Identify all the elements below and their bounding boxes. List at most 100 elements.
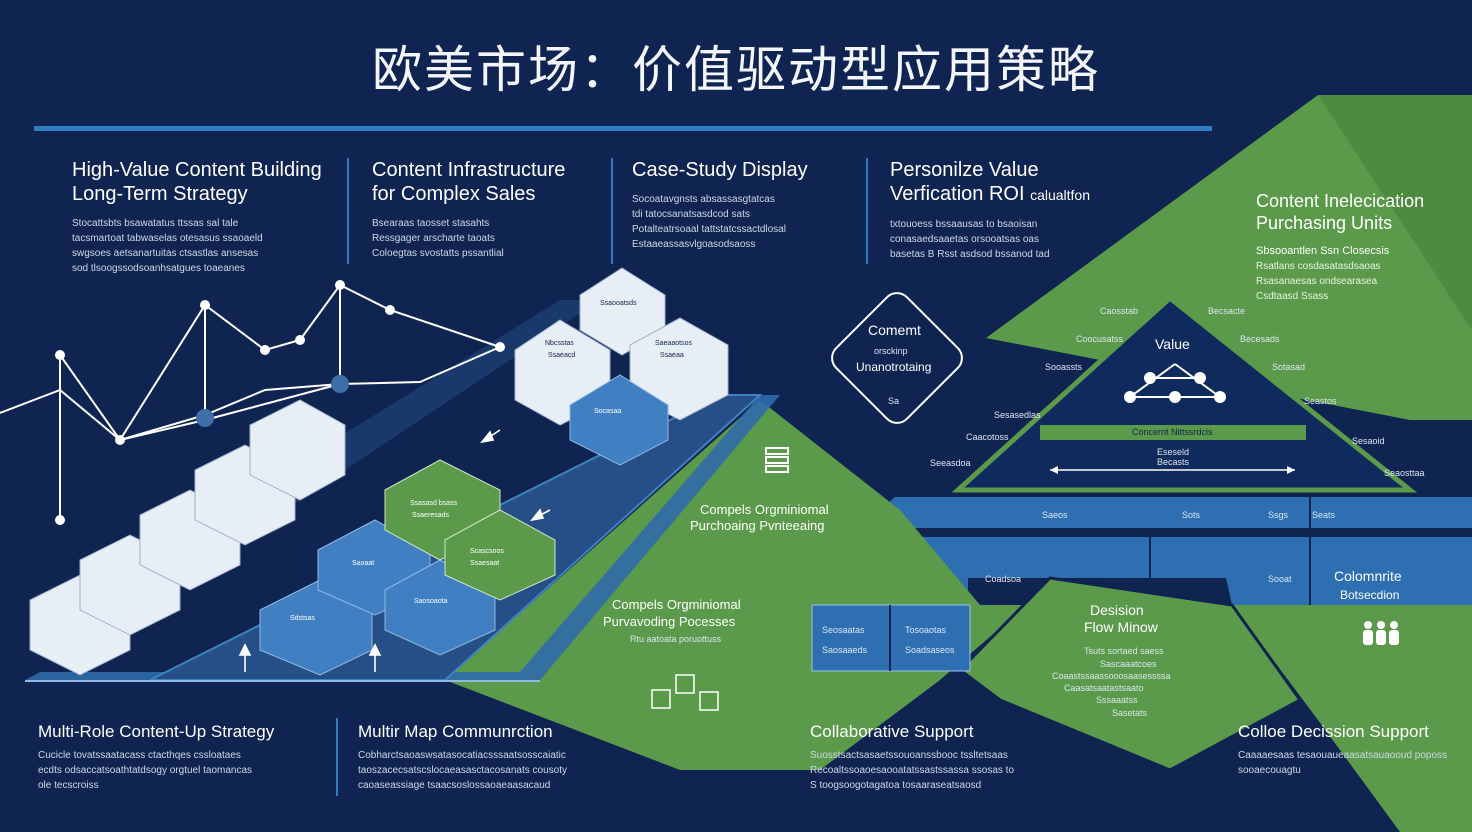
decision-flow-title: Desision: [1090, 602, 1144, 618]
panel-cell: Soadsaseos: [905, 645, 955, 655]
green-block-label: Ssaesaat: [470, 560, 500, 567]
right-green-triangle: [986, 95, 1472, 420]
stack-block-label: Ssaooatsds: [600, 300, 637, 307]
section-line: ecdts odsaccatsoathtatdsogy orgtuel taom…: [38, 765, 253, 776]
decision-flow-line: Sssaaatss: [1096, 695, 1138, 705]
green-block-label: Scascsoos: [470, 548, 504, 555]
pyramid-right-label: Sotasad: [1272, 362, 1306, 372]
diagonal-lane-outer: [25, 395, 780, 680]
section-line: Recoaltssoaoesaooatatssastssassa ssosas …: [810, 765, 1014, 776]
title-underline: [34, 126, 1212, 131]
document-stacks: [29, 267, 729, 676]
stack-block-label: Ssaeaa: [660, 352, 684, 359]
section-line: Potalteatrsoaal tattstatcssactdlosal: [632, 224, 786, 235]
section-multir-map: Multir Map Communrction Cobharctsaoaswsa…: [358, 720, 567, 793]
stack-block-label: Saeaaotsos: [655, 340, 692, 347]
right-green-wedge: [1318, 95, 1472, 330]
panel-cell: Seosaatas: [822, 625, 865, 635]
blue-block-label: Saoaat: [352, 560, 375, 567]
green-block-label: Ssaeresads: [412, 512, 449, 519]
band-label: Seats: [1312, 510, 1336, 520]
pyramid-apex-label: Value: [1155, 336, 1190, 352]
section-line: Estaaeassasvlgoasodsaoss: [632, 239, 756, 250]
pyramid-left-label: Sooassts: [1045, 362, 1083, 372]
up-arrows: [238, 429, 551, 672]
section-line: Suosstsactsasaetssouoanssbooc tssltetsaa…: [810, 750, 1008, 761]
collaborate-subtitle: Botsecdion: [1340, 588, 1400, 602]
people-icon: [1363, 621, 1399, 645]
pyramid-bar-label: Concernt Nittssrdcis: [1132, 427, 1213, 437]
blue-blocks: [259, 374, 669, 676]
band-label: Saeos: [1042, 510, 1068, 520]
green-block-label: Ssasasd bsass: [410, 500, 458, 507]
green-blocks: [384, 459, 556, 601]
section-line: txtouoess bssaausas to bsaoisan: [890, 219, 1038, 230]
section-line: Rsatlans cosdasatasdsaoas: [1256, 261, 1381, 272]
pyramid-mid-label: Eseseld: [1157, 447, 1190, 457]
section-heading: Long-Term Strategy: [72, 183, 248, 205]
section-purchasing-units: Content Inelecication Purchasing Units S…: [1256, 190, 1424, 304]
blue-block-label: Socasaa: [594, 408, 622, 415]
section-line: Stocattsbts bsawatatus ttssas sal tale: [72, 218, 239, 229]
diamond-label: Sa: [888, 396, 900, 406]
section-high-value-content: High-Value Content Building Long-Term St…: [72, 158, 322, 276]
blue-band-upper: [860, 497, 1472, 528]
page-title: 欧美市场：价值驱动型应用策略: [372, 41, 1100, 99]
section-line: Caaaaesaas tesaouaueaasatsauaooud poposs: [1238, 750, 1448, 761]
diamond-label: Comemt: [868, 322, 921, 338]
section-collaborative-support: Collaborative Support Suosstsactsasaetss…: [810, 720, 1014, 793]
section-multi-role: Multi-Role Content-Up Strategy Cucicle t…: [38, 720, 274, 793]
section-line: Csdtaasd Ssass: [1256, 291, 1329, 302]
decision-flow-title: Flow Minow: [1084, 619, 1158, 635]
section-line: sooaecouagtu: [1238, 765, 1301, 776]
decision-flow-line: Tsuts sortaed saess: [1084, 646, 1164, 656]
section-personalize-value: Personilze Value Verfication ROI calualt…: [890, 158, 1090, 262]
panel-cell: Tosoaotas: [905, 625, 947, 635]
panel-cell: Saosaaeds: [822, 645, 868, 655]
section-line: tacsmartoat tabwaselas otesasus ssaoaeld: [72, 233, 263, 244]
pyramid-right-label: Seastos: [1304, 396, 1337, 406]
section-line: swgsoes aetsanartuitas ctsastlas ansesas: [72, 248, 259, 259]
decision-flow-line: Sasetats: [1112, 708, 1148, 718]
org-process-label: Purvavoding Pocesses: [603, 614, 736, 629]
pyramid-right-label: Becsacte: [1208, 306, 1246, 316]
decision-flow-line: Sascaaatcoes: [1100, 659, 1157, 669]
section-heading: Content Infrastructure: [372, 159, 566, 181]
section-heading-suffix: calualtfon: [1030, 187, 1091, 203]
content-diamond: [831, 292, 963, 424]
section-line: caoaseassiage tsaacsoslossaoaeaasacaud: [358, 780, 551, 791]
section-heading: High-Value Content Building: [72, 159, 322, 181]
section-line: Cobharctsaoaswsatasocatiacsssaatsosscaia…: [358, 750, 566, 761]
org-process-label: Compels Orgminiomal: [612, 597, 741, 612]
blue-block-label: Saosoaota: [414, 598, 448, 605]
section-heading: Verfication ROI: [890, 183, 1025, 205]
pyramid-left-label: Caosstab: [1100, 306, 1139, 316]
org-purchasing-label: Compels Orgminiomal: [700, 502, 829, 517]
stack-block-label: Ssaeacd: [548, 352, 576, 359]
section-line: Bsearaas taosset stasahts: [372, 218, 490, 229]
section-line: Rsasanaesas ondsearasea: [1256, 276, 1378, 287]
pyramid-left-label: Sesasedlas: [994, 410, 1041, 420]
org-purchasing-label: Purchoaing Pvnteeaing: [690, 518, 825, 533]
section-heading: Case-Study Display: [632, 159, 808, 181]
column-separators: [336, 158, 868, 796]
section-content-infrastructure: Content Infrastructure for Complex Sales…: [372, 158, 565, 261]
section-subheading: Sbsooantlen Ssn Closecsis: [1256, 245, 1390, 257]
section-line: Coloegtas svostatts pssantlial: [372, 248, 504, 259]
section-line: Socoatavgnsts absassasgtatcas: [632, 194, 775, 205]
decision-flow-line: Coaastssaassooosaasessssa: [1052, 671, 1171, 681]
pyramid-content-bar: [1040, 425, 1306, 440]
band-label: Sooat: [1268, 574, 1292, 584]
section-line: basetas B Rsst asdsod bssanod tad: [890, 249, 1050, 260]
section-line: ole tecscroiss: [38, 780, 99, 791]
pyramid-right-label: Seaosttaa: [1384, 468, 1425, 478]
stack-icon: [765, 447, 789, 473]
pyramid-mid-label: Becasts: [1157, 457, 1190, 467]
section-heading: Purchasing Units: [1256, 213, 1393, 233]
pyramid-outline: [951, 294, 1418, 493]
diamond-label: Unanotrotaing: [856, 360, 932, 374]
band-label: Sots: [1182, 510, 1201, 520]
pyramid-right-label: Becesads: [1240, 334, 1280, 344]
section-heading: Content Inelecication: [1256, 191, 1425, 211]
section-heading: Collaborative Support: [810, 722, 974, 741]
